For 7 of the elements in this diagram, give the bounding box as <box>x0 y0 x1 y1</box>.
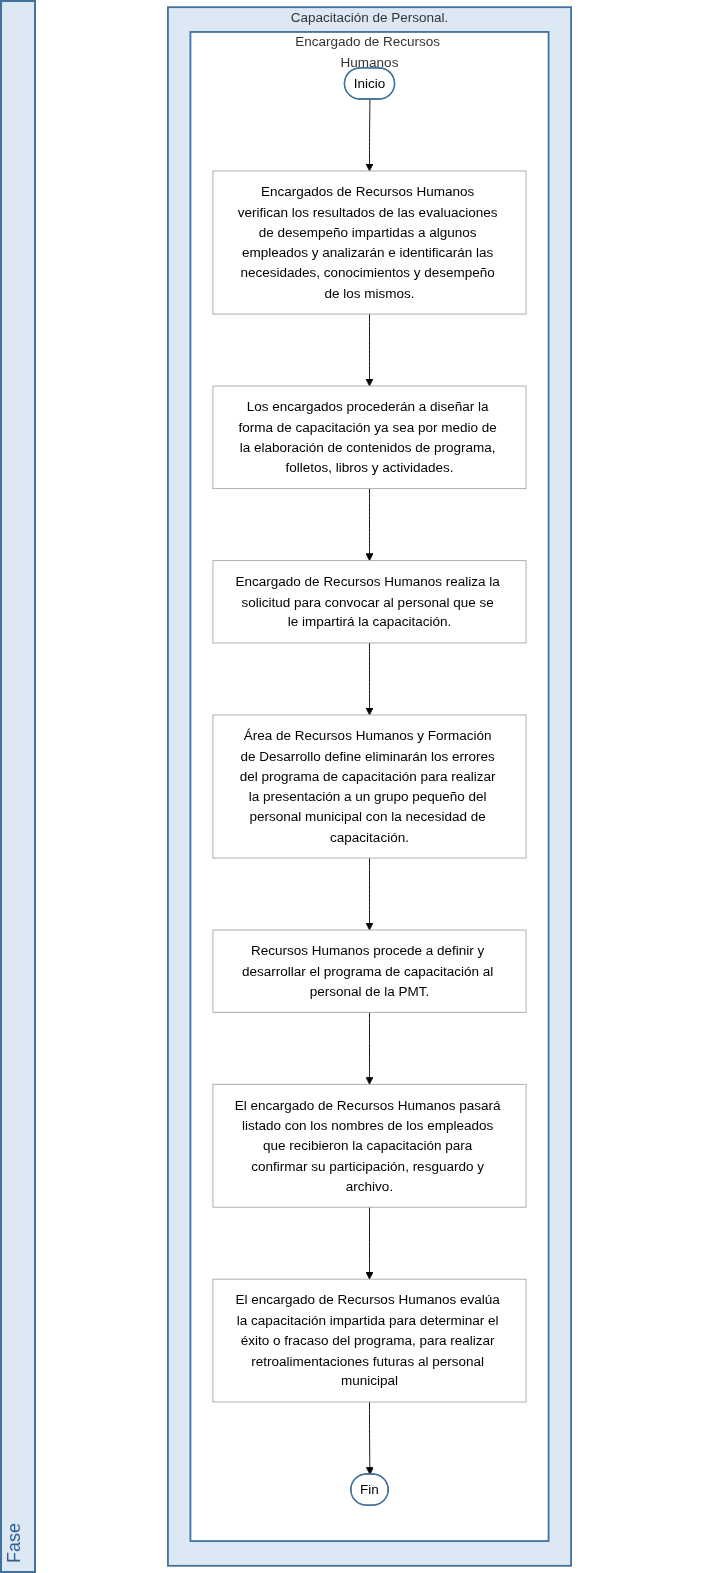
node-box: El encargado de Recursos Humanos evalúa la capacitación impartida para determinar el éxito o fracaso del programa, para realizar retroalimentaciones futuras al personal municipal <box>212 1278 527 1403</box>
node-box: Encargado de Recursos Humanos realiza la solicitud para convocar al personal que se le impartirá la capacitación. <box>212 560 527 644</box>
node-box: Los encargados procederán a diseñar la forma de capacitación ya sea por medio de la elaboración de contenidos de programa, folletos, libros y actividades. <box>212 385 527 490</box>
node-box: Recursos Humanos procede a definir y desarrollar el programa de capacitación al personal de la PMT. <box>212 929 527 1013</box>
node-box: Encargados de Recursos Humanos verifican los resultados de las evaluaciones de desempeño impartidas a algunos empleados y analizarán e identificarán las necesidades, conocimientos y desempeño de los mismos. <box>212 170 527 315</box>
node-box: Área de Recursos Humanos y Formación de Desarrollo define eliminarán los errores del programa de capacitación para realizar la presentación a un grupo pequeño del personal municipal con la necesidad de capacitación. <box>212 714 527 859</box>
node-box: El encargado de Recursos Humanos pasará listado con los nombres de los empleados que recibieron la capacitación para confirmar su participación, resguardo y archivo. <box>212 1083 527 1208</box>
